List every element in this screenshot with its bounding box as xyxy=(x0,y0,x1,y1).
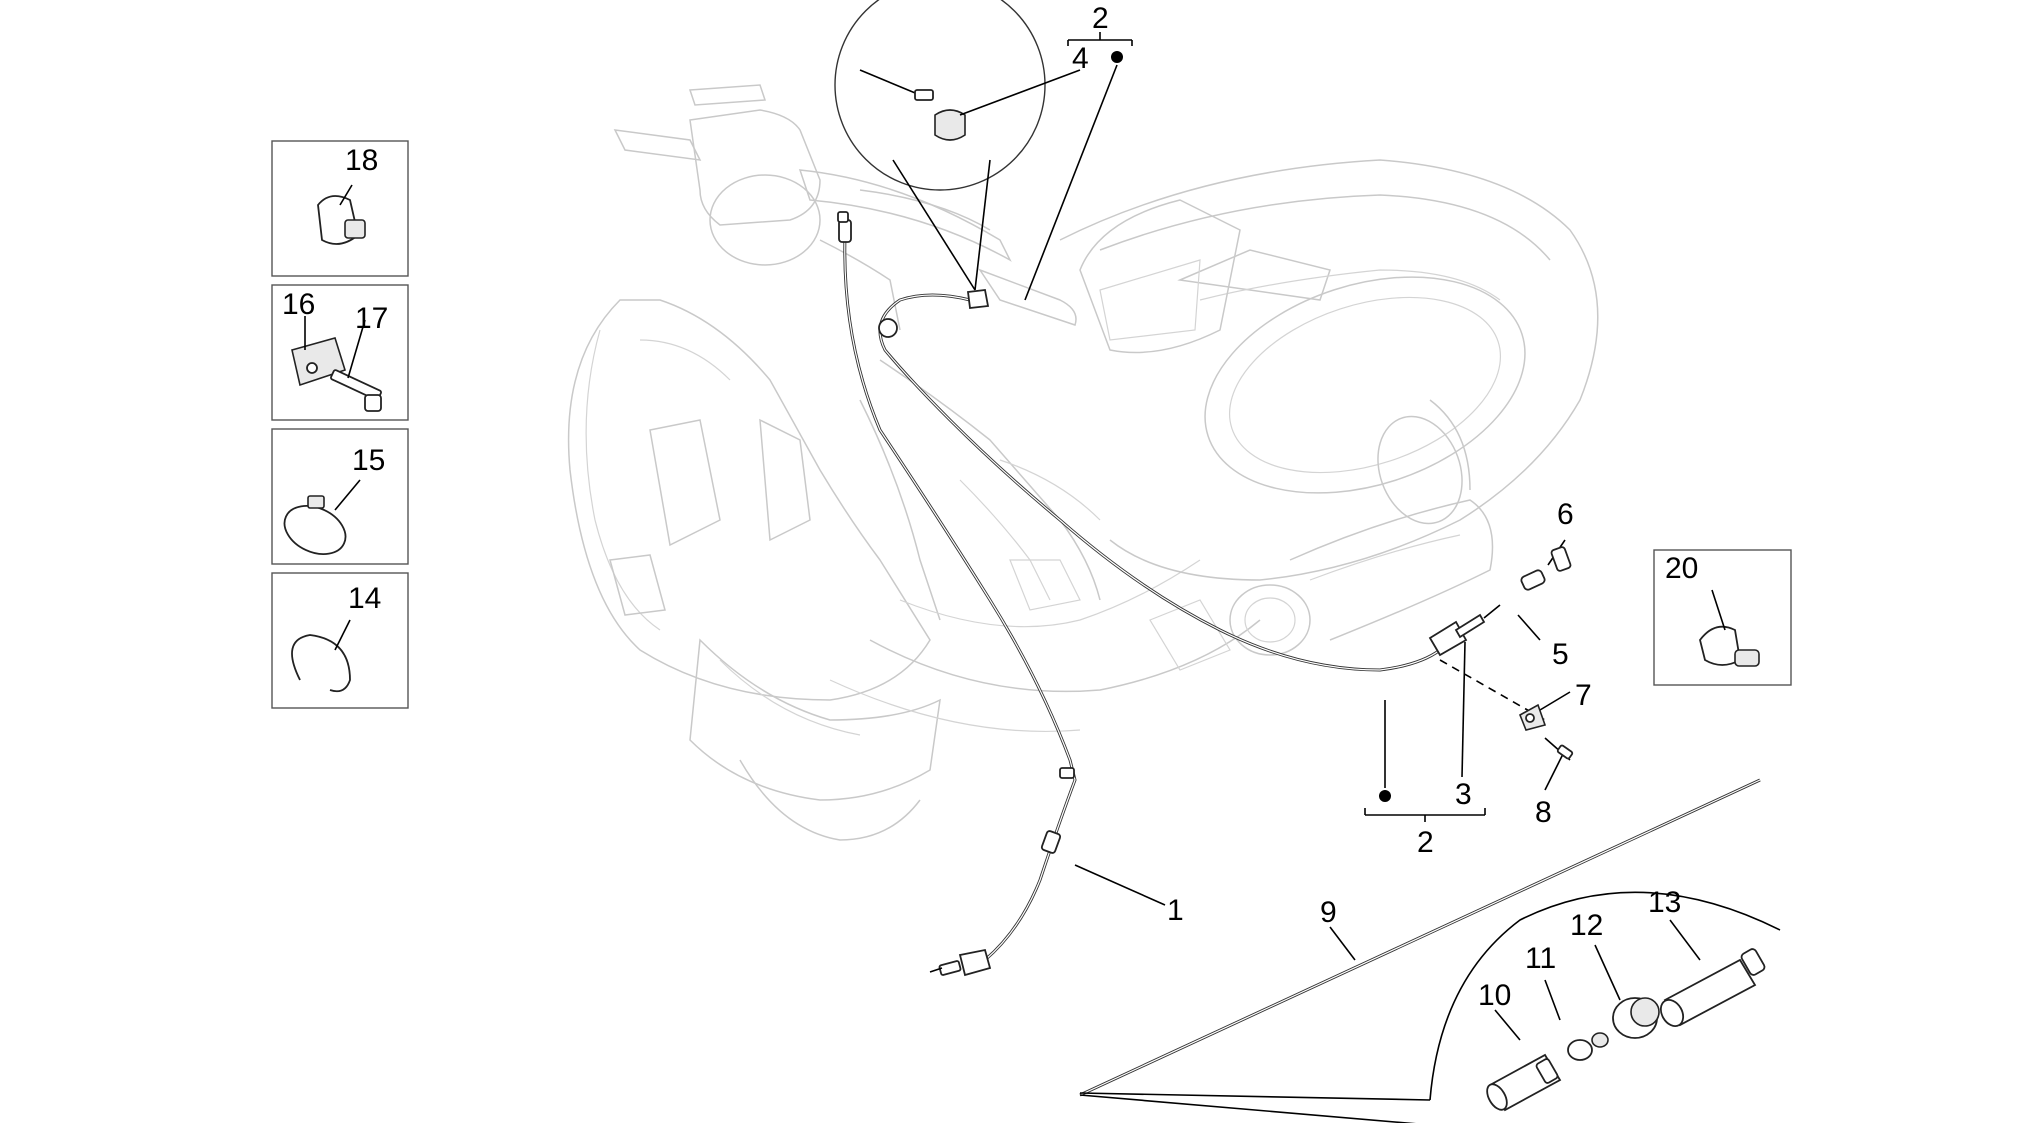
callout-7: 7 xyxy=(1575,679,1592,712)
kit-dot-top xyxy=(1111,51,1123,63)
callout-16: 16 xyxy=(282,288,315,321)
callout-labels: 1 2 4 2 3 5 6 7 8 9 10 11 12 13 14 15 16… xyxy=(282,2,1698,1012)
kit-markers xyxy=(1111,51,1391,802)
callout-13: 13 xyxy=(1648,886,1681,919)
small-parts-5-8 xyxy=(1518,546,1574,761)
callout-11: 11 xyxy=(1525,942,1556,975)
scooter-body-outline xyxy=(567,84,1599,841)
callout-1: 1 xyxy=(1167,894,1184,927)
part-20-box xyxy=(1653,549,1792,686)
callout-8: 8 xyxy=(1535,796,1552,829)
callout-3: 3 xyxy=(1455,778,1472,811)
callout-17: 17 xyxy=(355,302,388,335)
callout-2-bottom: 2 xyxy=(1417,826,1434,859)
callout-6: 6 xyxy=(1557,498,1574,531)
callout-9: 9 xyxy=(1320,896,1337,929)
rod-assembly-9-13 xyxy=(1079,778,1781,1123)
callout-18: 18 xyxy=(345,144,378,177)
kit-dot-bottom xyxy=(1379,790,1391,802)
callout-2-top: 2 xyxy=(1092,2,1109,35)
detail-callout-circle xyxy=(834,0,1046,291)
speedometer-cable xyxy=(837,211,1077,977)
callout-5: 5 xyxy=(1552,638,1569,671)
callout-10: 10 xyxy=(1478,979,1511,1012)
callout-20: 20 xyxy=(1665,552,1698,585)
callout-4: 4 xyxy=(1072,42,1089,75)
callout-12: 12 xyxy=(1570,909,1603,942)
left-parts-boxes xyxy=(271,140,409,709)
control-cable xyxy=(878,289,1501,672)
callout-15: 15 xyxy=(352,444,385,477)
callout-14: 14 xyxy=(348,582,381,615)
leader-lines xyxy=(959,32,1701,1041)
